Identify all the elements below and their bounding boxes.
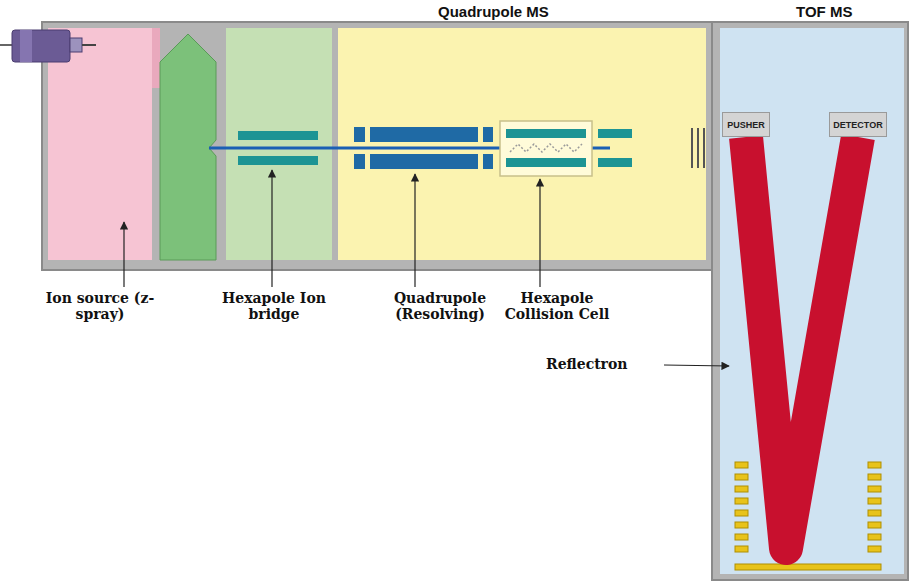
reflectron-rings: [735, 462, 748, 468]
transfer-rods: [598, 129, 632, 167]
collision-cell: [506, 158, 586, 167]
quadrupole-rods: [354, 127, 493, 169]
transfer-rods: [598, 158, 632, 167]
esi-probe: [70, 38, 82, 52]
housing: [226, 28, 332, 260]
collision-cell: [500, 121, 592, 176]
reflectron-rings: [868, 498, 881, 504]
reflectron-rings: [868, 546, 881, 552]
reflectron-rings: [868, 474, 881, 480]
leader-lines: [271, 170, 272, 287]
reflectron-rings: [735, 564, 881, 570]
collision-cell: [510, 144, 582, 152]
reflectron-rings: [735, 522, 748, 528]
grid-lenses: [703, 128, 705, 168]
pusher-box: PUSHER: [722, 112, 770, 137]
esi-probe: [0, 30, 96, 62]
part-label: Reflectron: [546, 356, 628, 372]
tof-region: TOF MSPUSHERDETECTOR: [720, 28, 904, 574]
quadrupole-region: Quadrupole MS: [338, 28, 706, 260]
part-label: Hexapole Ion bridge: [222, 290, 326, 322]
esi-probe: [82, 44, 96, 46]
part-label: DETECTOR: [833, 120, 882, 130]
grid-lenses: [697, 128, 699, 168]
quadrupole-rods: [354, 127, 365, 142]
part-label: Hexapole Collision Cell: [488, 290, 626, 322]
hexapole-rods: [238, 131, 318, 165]
reflectron-rings: [868, 534, 881, 540]
housing: [42, 22, 908, 580]
housing: [42, 22, 718, 270]
quadrupole-rods: [483, 127, 493, 142]
leader-lines: [539, 179, 540, 287]
quadrupole-rods: [483, 154, 493, 169]
section-heading: TOF MS: [796, 3, 852, 20]
leader-lines: [124, 170, 729, 366]
leader-lines: [123, 222, 124, 287]
reflectron-rings: [735, 546, 748, 552]
reflectron-rings: [735, 534, 748, 540]
transfer-rods: [598, 129, 632, 138]
hexapole-rods: [238, 131, 318, 140]
reflectron-rings: [868, 522, 881, 528]
reflectron-rings: [735, 486, 748, 492]
quadrupole-rods: [354, 154, 365, 169]
housing: [720, 28, 904, 574]
reflectron-rings: [735, 510, 748, 516]
reflectron-rings: [735, 498, 748, 504]
leader-lines: [414, 174, 415, 287]
grid-lenses: [692, 128, 704, 168]
part-label: PUSHER: [727, 120, 765, 130]
section-heading: Quadrupole MS: [438, 3, 549, 20]
esi-probe: [20, 30, 32, 62]
part-label: Quadrupole (Resolving): [378, 290, 502, 322]
collision-cell: [500, 121, 592, 176]
hexapole-rods: [238, 156, 318, 165]
housing: [152, 28, 160, 88]
part-label: Ion source (z-spray): [42, 290, 158, 322]
quadrupole-rods: [370, 154, 478, 169]
grid-lenses: [691, 128, 693, 168]
ion-flight-path: [746, 137, 858, 548]
sampling-cone: [160, 34, 216, 260]
reflectron-rings: [868, 486, 881, 492]
reflectron-rings: [868, 510, 881, 516]
quadrupole-rods: [370, 127, 478, 142]
ion-beam: [209, 148, 721, 149]
housing: [338, 28, 706, 260]
detector-box: DETECTOR: [829, 112, 887, 137]
esi-probe: [12, 30, 70, 62]
collision-cell: [506, 129, 586, 138]
housing: [48, 28, 152, 260]
sampling-cone: [160, 34, 216, 260]
reflectron-rings: [868, 462, 881, 468]
housing: [712, 22, 908, 580]
leader-lines: [664, 365, 729, 366]
reflectron-rings: [735, 474, 748, 480]
